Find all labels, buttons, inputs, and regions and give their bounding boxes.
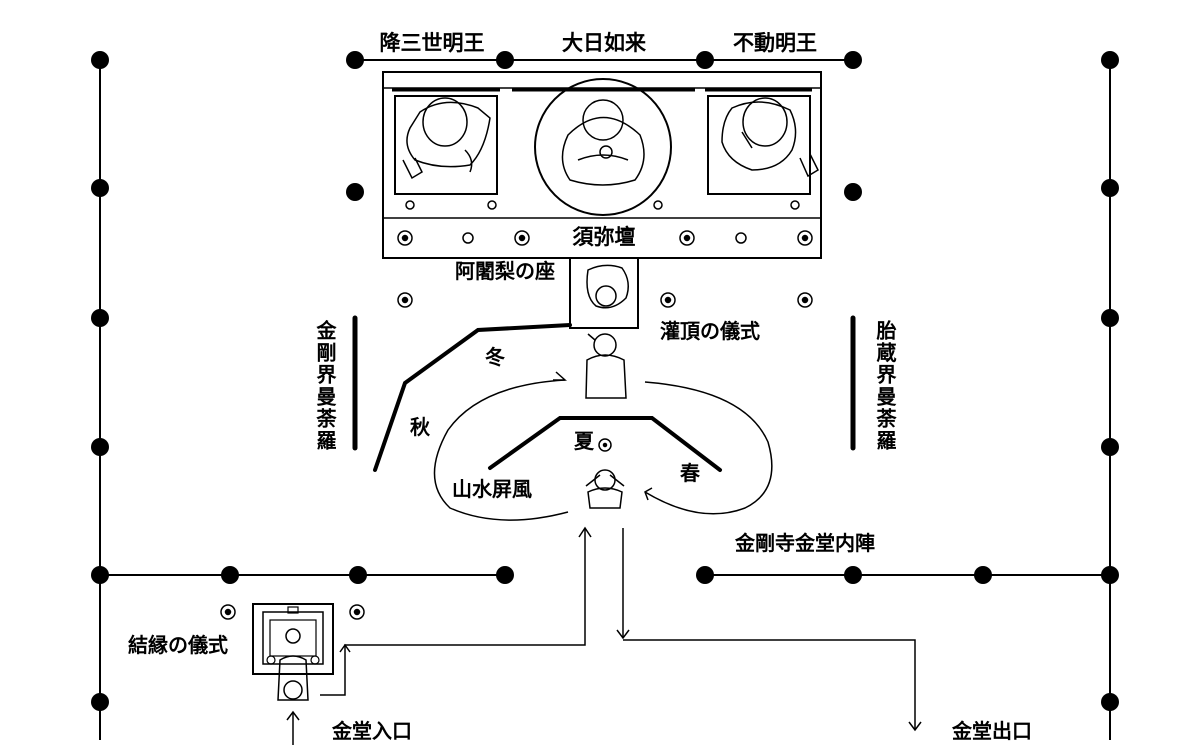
label-haru: 春 <box>679 461 701 485</box>
label-natsu: 夏 <box>574 429 595 453</box>
label-dainichi: 大日如来 <box>562 31 647 55</box>
kechien-figure <box>277 655 309 701</box>
deity-gozanze <box>402 97 491 180</box>
label-fuyu: 冬 <box>485 345 505 369</box>
floor-ornaments <box>220 292 813 620</box>
altar-ornaments <box>397 230 813 246</box>
deity-fudo <box>721 97 819 178</box>
entry-exit-route <box>286 526 922 745</box>
procession-path <box>433 371 773 521</box>
label-kechien: 結縁の儀式 <box>128 633 228 657</box>
label-naijin: 金剛寺金堂内陣 <box>734 531 875 555</box>
label-iriguchi: 金堂入口 <box>331 719 412 743</box>
label-kanjo: 灌頂の儀式 <box>660 319 760 343</box>
initiate-figure <box>585 469 625 509</box>
label-ajari: 阿闍梨の座 <box>455 259 555 283</box>
deity-dainichi <box>561 99 645 186</box>
label-aki: 秋 <box>410 415 431 439</box>
label-shumidan: 須弥壇 <box>573 225 636 249</box>
mandala-panels <box>352 315 856 451</box>
label-taizokai: 胎蔵界曼荼羅 <box>873 319 897 452</box>
kanjo-monk <box>585 333 627 399</box>
center-marker <box>598 438 612 452</box>
label-gozanze: 降三世明王 <box>380 31 485 55</box>
kechien-table <box>252 603 334 675</box>
pillars <box>91 51 1119 711</box>
label-kongokai: 金剛界曼荼羅 <box>313 319 337 452</box>
landscape-screens <box>373 323 722 472</box>
label-sansui: 山水屏風 <box>452 477 532 501</box>
hall-outline <box>99 59 1111 740</box>
label-fudo: 不動明王 <box>733 31 817 55</box>
ajari-seat <box>569 257 639 329</box>
label-deguchi: 金堂出口 <box>951 719 1032 743</box>
